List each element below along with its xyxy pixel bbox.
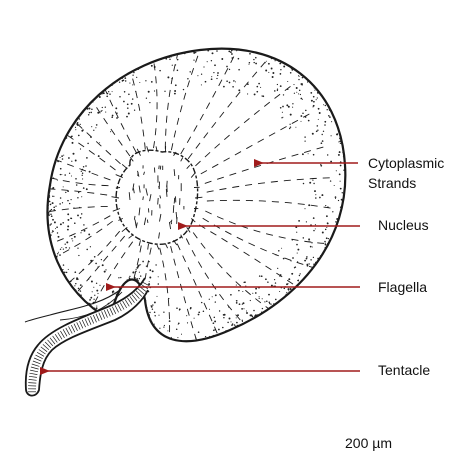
labels: Cytoplasmic Strands Nucleus Flagella Ten… (368, 155, 444, 378)
label-cytoplasmic-line1: Cytoplasmic (368, 155, 444, 171)
label-cytoplasmic-line2: Strands (368, 175, 416, 191)
scale-bar-label: 200 µm (345, 435, 392, 451)
label-tentacle: Tentacle (378, 362, 430, 378)
label-nucleus: Nucleus (378, 217, 429, 233)
label-flagella: Flagella (378, 279, 427, 295)
